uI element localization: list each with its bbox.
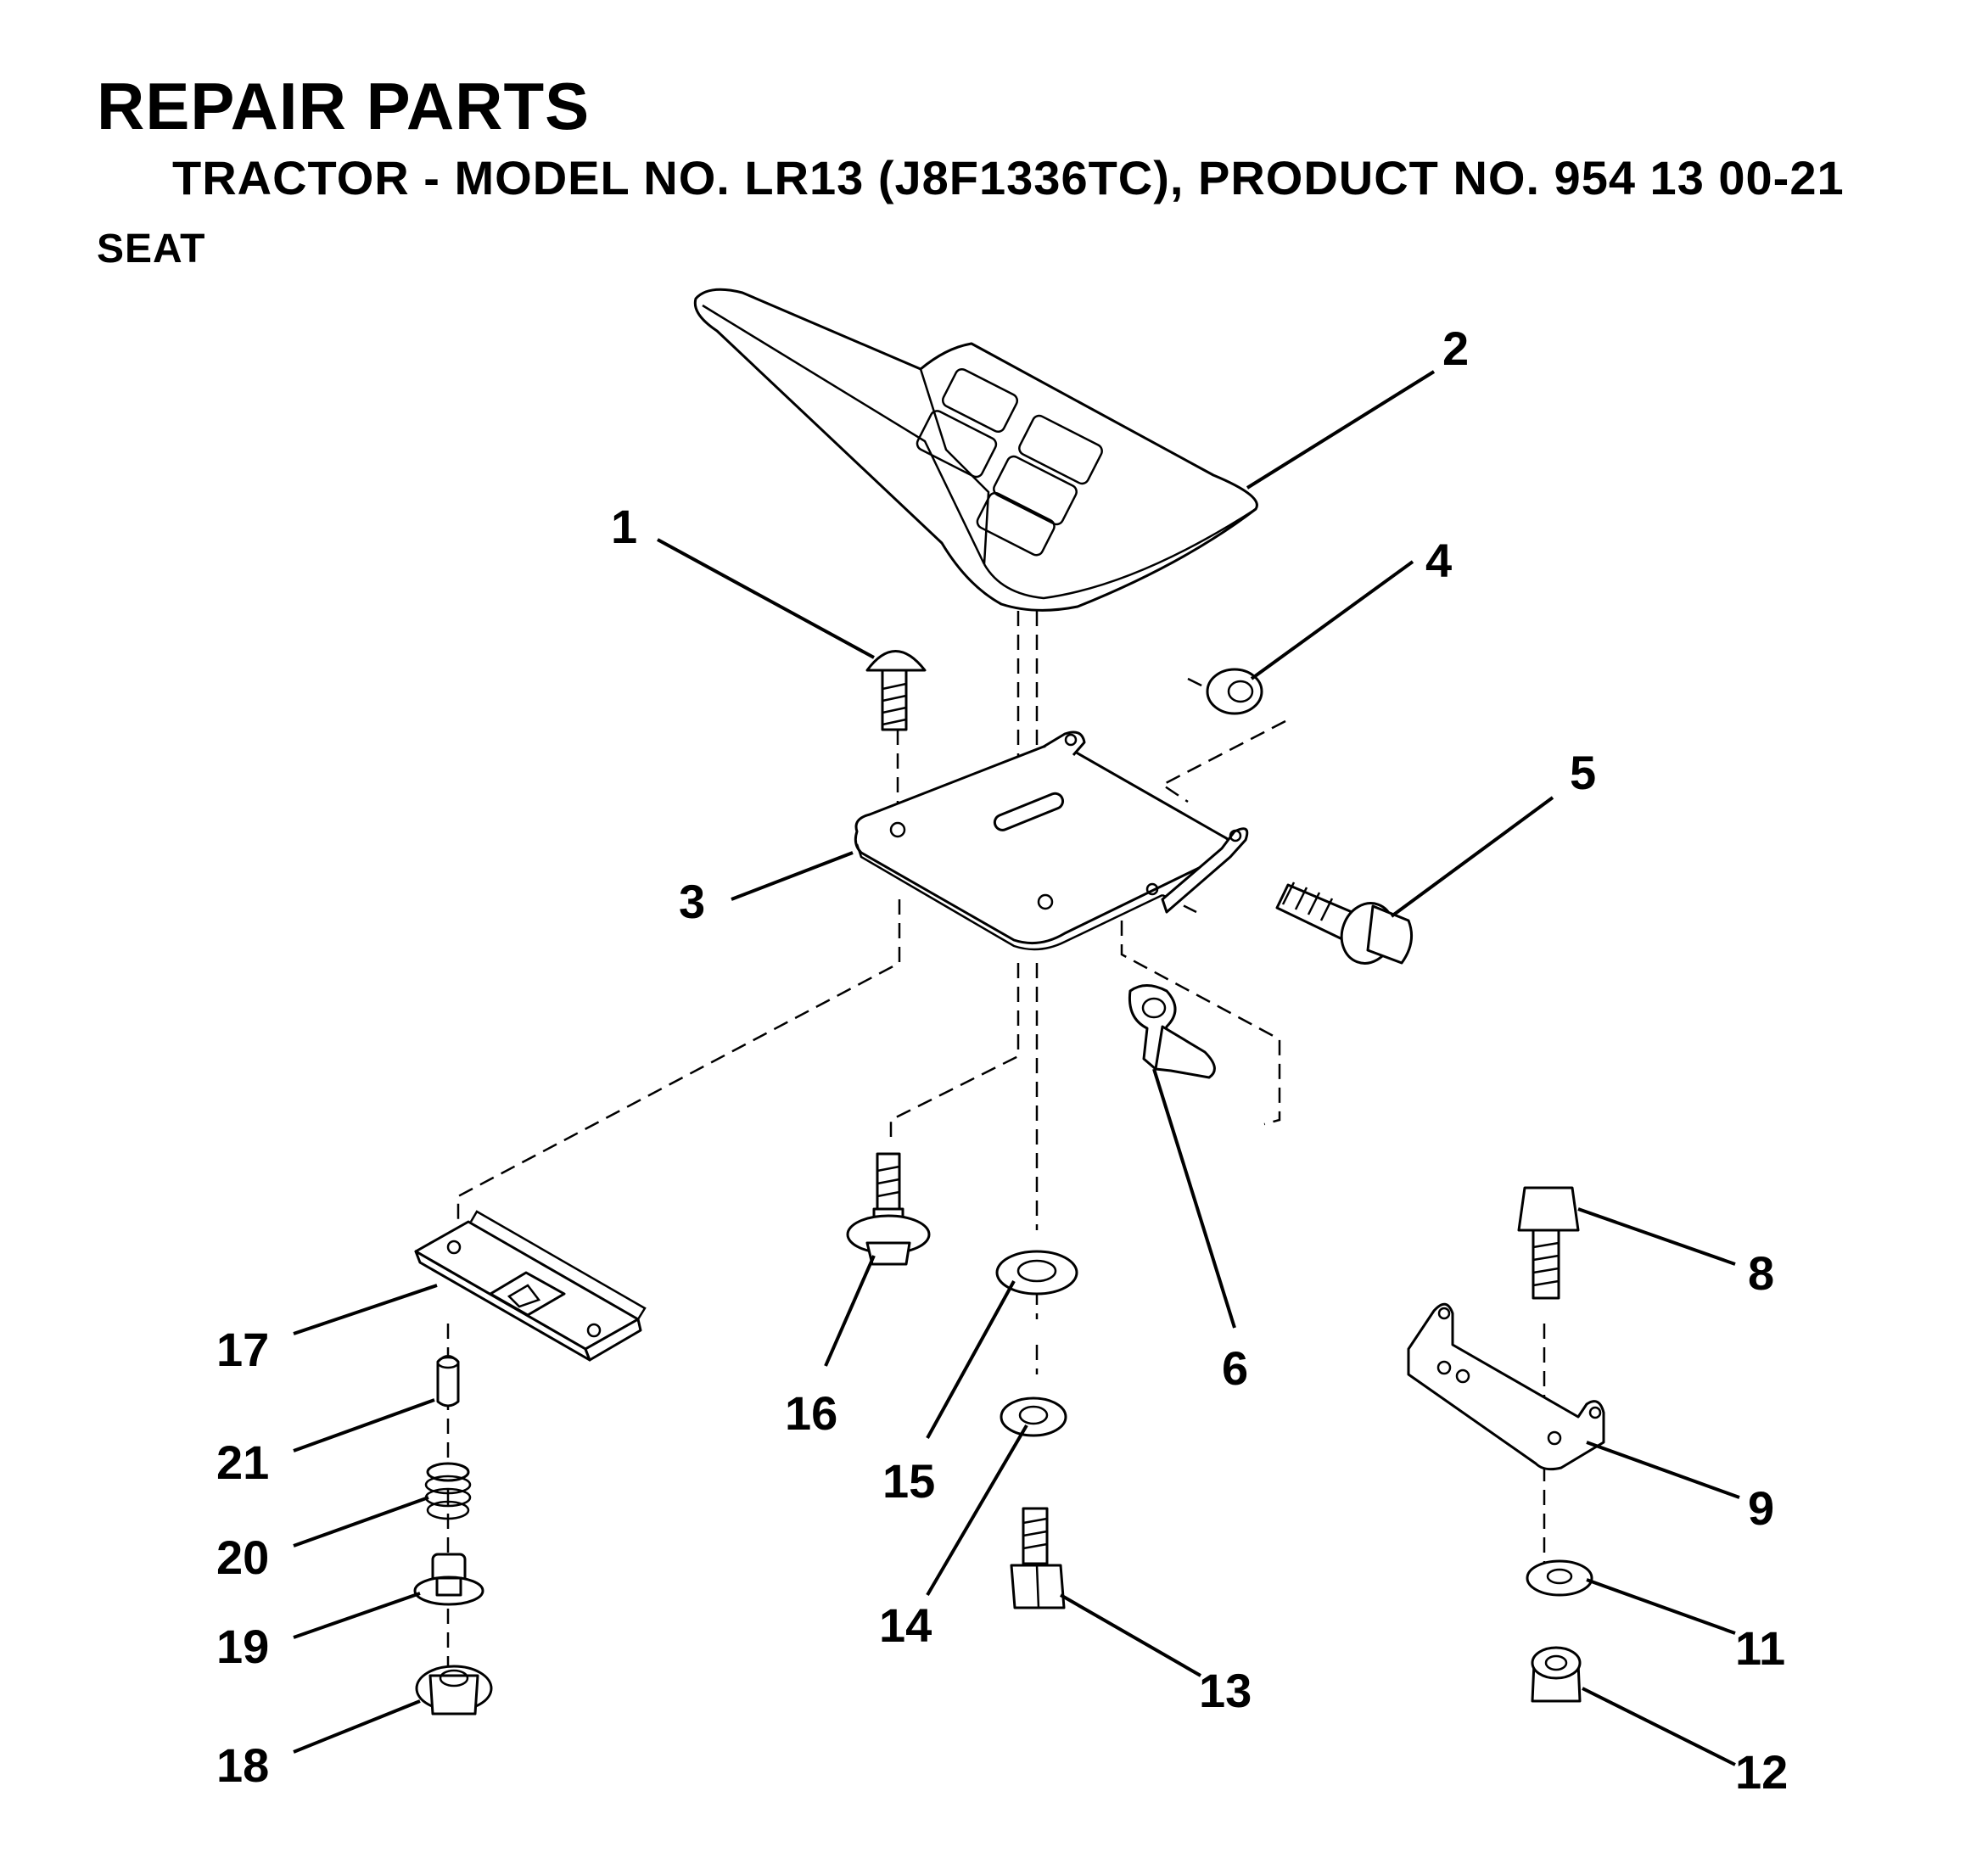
hex-bolt-13 — [1010, 1507, 1066, 1609]
lock-nut — [1531, 1646, 1582, 1703]
lock-washer — [1000, 1396, 1067, 1437]
callout-3: 3 — [679, 875, 705, 928]
hex-nut-top — [1206, 668, 1263, 715]
callout-14: 14 — [879, 1598, 932, 1652]
page-title: REPAIR PARTS — [97, 69, 591, 143]
flange-bushing — [413, 1553, 484, 1606]
callout-4: 4 — [1425, 534, 1452, 587]
hex-bolt-8 — [1517, 1186, 1580, 1300]
callout-15: 15 — [882, 1454, 935, 1508]
callout-11: 11 — [1735, 1621, 1785, 1675]
hex-bolt-5 — [1275, 882, 1414, 965]
callout-5: 5 — [1570, 746, 1596, 799]
seat — [693, 288, 1258, 612]
callout-2: 2 — [1442, 322, 1469, 375]
model-subtitle: TRACTOR - MODEL NO. LR13 (J8F1336TC), PR… — [172, 151, 1845, 204]
callout-13: 13 — [1199, 1664, 1252, 1717]
callout-numbers: 2 1 4 5 3 6 8 9 11 12 13 14 15 16 17 21 … — [216, 322, 1788, 1799]
callout-17: 17 — [216, 1323, 269, 1376]
callout-16: 16 — [785, 1386, 837, 1440]
seat-switch-clip — [1128, 984, 1216, 1079]
callout-6: 6 — [1222, 1341, 1248, 1395]
seat-slide-bracket — [414, 1210, 647, 1362]
callout-19: 19 — [216, 1620, 269, 1673]
callout-21: 21 — [216, 1436, 269, 1489]
flat-washer-small — [1526, 1559, 1593, 1597]
callout-9: 9 — [1748, 1481, 1774, 1535]
seat-plate — [854, 730, 1249, 951]
callout-12: 12 — [1735, 1745, 1788, 1799]
pin — [436, 1355, 460, 1408]
leader-lines — [293, 370, 1740, 1766]
callout-18: 18 — [216, 1738, 269, 1792]
flange-nut — [415, 1665, 493, 1715]
callout-8: 8 — [1748, 1246, 1774, 1300]
callout-1: 1 — [611, 500, 637, 553]
seat-bracket — [1407, 1302, 1605, 1471]
section-label: SEAT — [97, 227, 206, 271]
shoulder-bolt — [846, 1152, 931, 1266]
flat-washer-large — [995, 1250, 1078, 1296]
callout-20: 20 — [216, 1531, 269, 1584]
carriage-bolt — [865, 650, 927, 731]
